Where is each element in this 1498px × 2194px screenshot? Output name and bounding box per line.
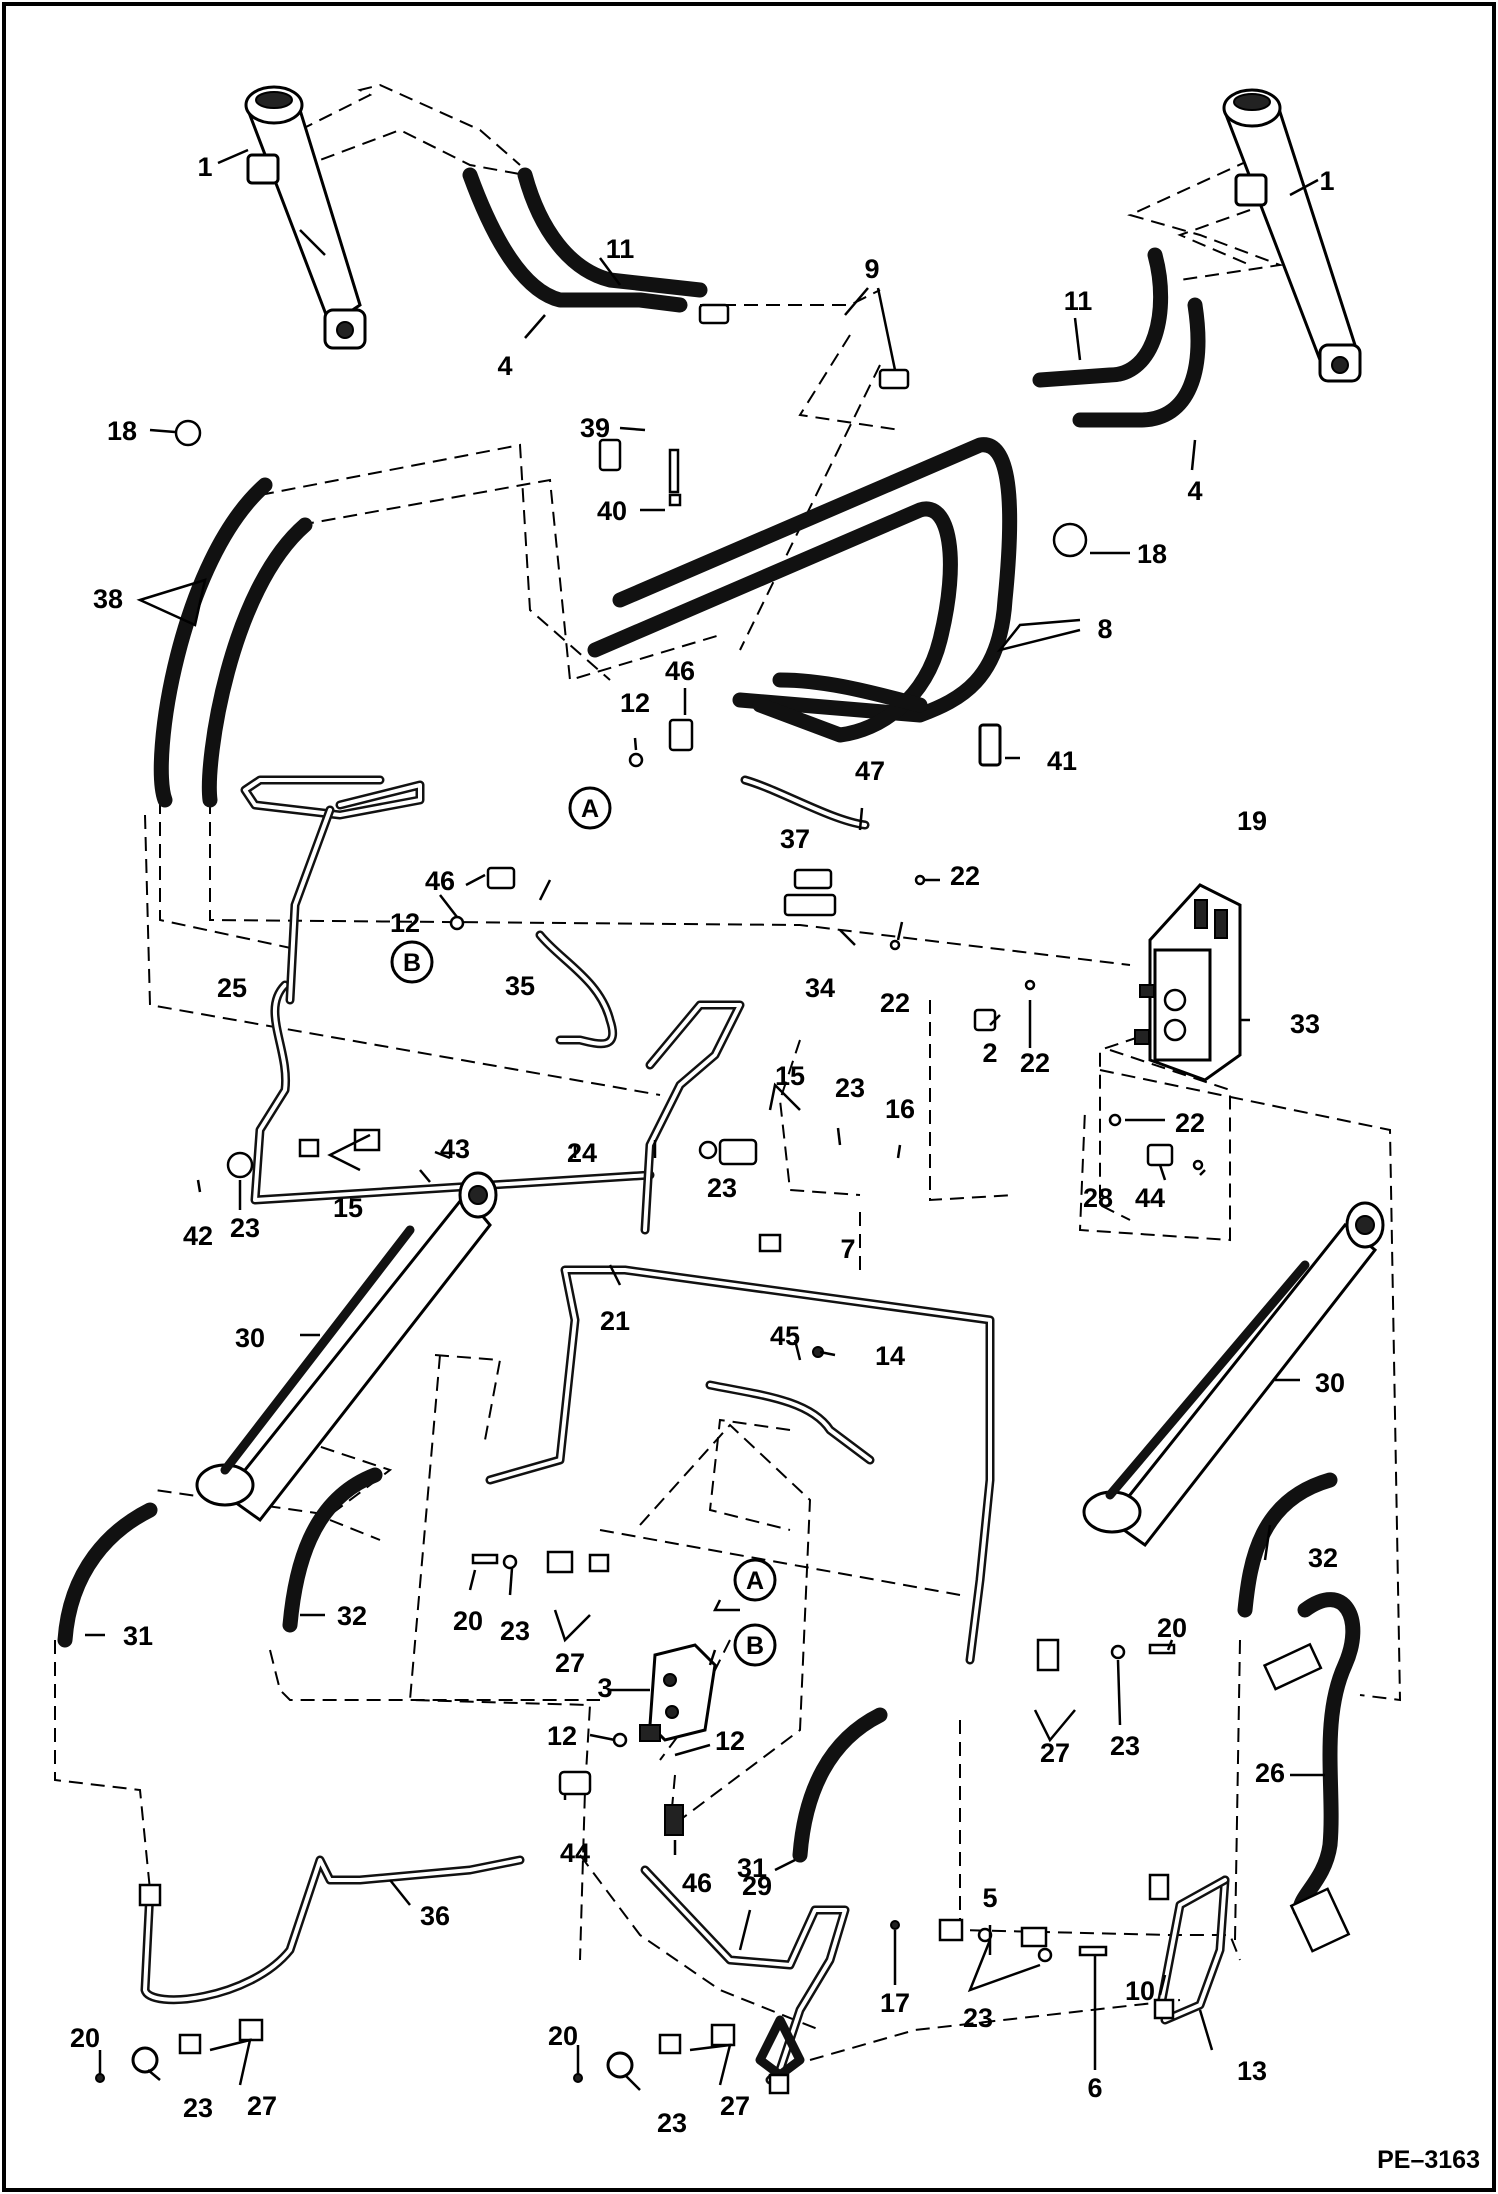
leader-lines bbox=[85, 148, 1325, 2091]
callout-21: 21 bbox=[600, 1306, 630, 1336]
callout-43: 43 bbox=[440, 1134, 470, 1164]
tilt-cylinder-left bbox=[195, 1171, 498, 1523]
callout-12: 12 bbox=[715, 1726, 745, 1756]
callout-23: 23 bbox=[707, 1173, 737, 1203]
callout-42: 42 bbox=[183, 1221, 213, 1251]
callout-18: 18 bbox=[107, 416, 137, 446]
connection-labels: A B A B bbox=[390, 786, 777, 1667]
callout-20: 20 bbox=[548, 2021, 578, 2051]
callout-20: 20 bbox=[453, 1606, 483, 1636]
callout-2: 2 bbox=[982, 1038, 997, 1068]
callout-40: 40 bbox=[597, 496, 627, 526]
tilt-cylinder-right bbox=[1082, 1201, 1385, 1548]
callout-27: 27 bbox=[555, 1648, 585, 1678]
callout-31: 31 bbox=[737, 1853, 767, 1883]
hoses bbox=[57, 167, 1361, 1918]
callout-14: 14 bbox=[875, 1341, 905, 1371]
drawing-code: PE–3163 bbox=[1377, 2146, 1480, 2174]
callout-numbers: 1 1 11 9 11 4 4 18 18 39 40 38 8 46 12 4… bbox=[70, 152, 1345, 2138]
callout-46: 46 bbox=[665, 656, 695, 686]
callout-17: 17 bbox=[880, 1988, 910, 2018]
callout-1: 1 bbox=[197, 152, 212, 182]
callout-26: 26 bbox=[1255, 1758, 1285, 1788]
callout-22: 22 bbox=[1175, 1108, 1205, 1138]
callout-12: 12 bbox=[547, 1721, 577, 1751]
callout-27: 27 bbox=[247, 2091, 277, 2121]
callout-23: 23 bbox=[963, 2003, 993, 2033]
connection-label-a: A bbox=[746, 1567, 764, 1595]
callout-29: 29 bbox=[742, 1871, 772, 1901]
callout-35: 35 bbox=[505, 971, 535, 1001]
callout-23: 23 bbox=[657, 2108, 687, 2138]
callout-11: 11 bbox=[1064, 286, 1093, 316]
connection-label-a: A bbox=[581, 795, 599, 823]
callout-23: 23 bbox=[230, 1213, 260, 1243]
callout-41: 41 bbox=[1047, 746, 1077, 776]
callout-23: 23 bbox=[500, 1616, 530, 1646]
callout-23: 23 bbox=[1110, 1731, 1140, 1761]
callout-4: 4 bbox=[1187, 476, 1202, 506]
callout-12: 12 bbox=[620, 688, 650, 718]
callout-3: 3 bbox=[597, 1673, 612, 1703]
callout-37: 37 bbox=[780, 824, 810, 854]
callout-1: 1 bbox=[1319, 166, 1334, 196]
callout-46: 46 bbox=[425, 866, 455, 896]
callout-11: 11 bbox=[606, 234, 635, 264]
callout-31: 31 bbox=[123, 1621, 153, 1651]
callout-32: 32 bbox=[337, 1601, 367, 1631]
callout-20: 20 bbox=[1157, 1613, 1187, 1643]
callout-13: 13 bbox=[1237, 2056, 1267, 2086]
callout-10: 10 bbox=[1125, 1976, 1155, 2006]
callout-12: 12 bbox=[390, 908, 420, 938]
callout-32: 32 bbox=[1308, 1543, 1338, 1573]
callout-15: 15 bbox=[333, 1193, 363, 1223]
fittings bbox=[95, 303, 1351, 2095]
callout-9: 9 bbox=[864, 254, 879, 284]
callout-23: 23 bbox=[183, 2093, 213, 2123]
callout-18: 18 bbox=[1137, 539, 1167, 569]
callout-34: 34 bbox=[805, 973, 835, 1003]
callout-30: 30 bbox=[235, 1323, 265, 1353]
callout-44: 44 bbox=[1135, 1183, 1165, 1213]
callout-44: 44 bbox=[560, 1838, 590, 1868]
callout-25: 25 bbox=[217, 973, 247, 1003]
callout-38: 38 bbox=[93, 584, 123, 614]
callout-45: 45 bbox=[770, 1321, 800, 1351]
callout-28: 28 bbox=[1083, 1183, 1113, 1213]
callout-22: 22 bbox=[880, 988, 910, 1018]
callout-22: 22 bbox=[950, 861, 980, 891]
connection-label-b: B bbox=[746, 1632, 764, 1660]
callout-46: 46 bbox=[682, 1868, 712, 1898]
callout-27: 27 bbox=[1040, 1738, 1070, 1768]
callout-19: 19 bbox=[1237, 806, 1267, 836]
callout-47: 47 bbox=[855, 756, 885, 786]
connection-label-b: B bbox=[403, 949, 421, 977]
routing-dashed-lines bbox=[54, 83, 1402, 2061]
callout-27: 27 bbox=[720, 2091, 750, 2121]
tubes bbox=[140, 775, 1230, 2085]
callout-39: 39 bbox=[580, 413, 610, 443]
callout-4: 4 bbox=[497, 351, 512, 381]
diverter-valve bbox=[639, 1643, 717, 1742]
control-valve bbox=[1134, 883, 1242, 1082]
callout-33: 33 bbox=[1290, 1009, 1320, 1039]
callout-20: 20 bbox=[70, 2023, 100, 2053]
callout-16: 16 bbox=[885, 1094, 915, 1124]
callout-36: 36 bbox=[420, 1901, 450, 1931]
callout-30: 30 bbox=[1315, 1368, 1345, 1398]
callout-5: 5 bbox=[982, 1883, 997, 1913]
lift-cylinder-left bbox=[244, 85, 367, 350]
callout-15: 15 bbox=[775, 1061, 805, 1091]
callout-23: 23 bbox=[835, 1073, 865, 1103]
lift-cylinder-right bbox=[1222, 88, 1362, 383]
callout-24: 24 bbox=[567, 1138, 597, 1168]
callout-6: 6 bbox=[1087, 2073, 1102, 2103]
callout-8: 8 bbox=[1097, 614, 1112, 644]
callout-22: 22 bbox=[1020, 1048, 1050, 1078]
callout-7: 7 bbox=[840, 1234, 855, 1264]
